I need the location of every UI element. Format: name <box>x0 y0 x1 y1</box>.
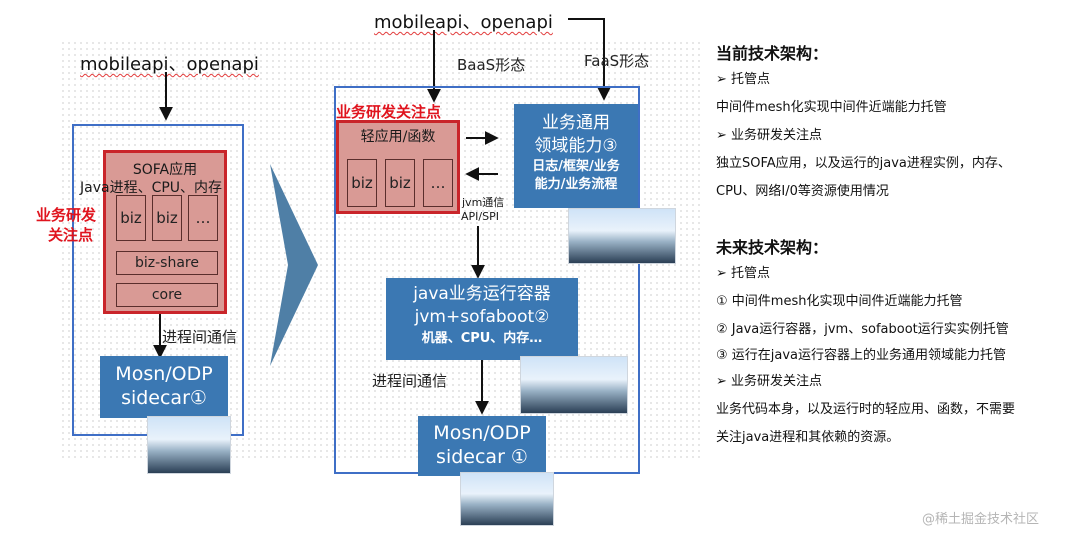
left-focus-label-1: 业务研发 <box>36 206 97 224</box>
mid-container-line2: jvm+sofaboot② <box>414 307 550 327</box>
mid-domain-line1: 业务通用 <box>542 113 610 133</box>
mid-container-ship <box>520 356 628 414</box>
mid-biz-2: biz <box>385 159 415 207</box>
right-cur-text2a: 独立SOFA应用，以及运行的java进程实例，内存、 <box>716 156 1011 171</box>
mid-arrows <box>427 18 611 415</box>
left-ipc-label: 进程间通信 <box>162 328 238 346</box>
mid-container-block: java业务运行容器 jvm+sofaboot② 机器、CPU、内存… <box>386 278 578 360</box>
right-fut-text4b: 关注java进程和其依赖的资源。 <box>716 430 900 445</box>
left-sidecar-line2: sidecar① <box>121 387 207 409</box>
left-biz-1: biz <box>116 195 146 241</box>
mid-jvm-comm-1: jvm通信 <box>462 196 505 209</box>
mid-arrow-faas <box>568 18 611 101</box>
mid-container-line1: java业务运行容器 <box>413 284 551 304</box>
mid-domain-ship <box>568 208 676 264</box>
left-biz-share: biz-share <box>116 251 218 275</box>
left-biz-2: biz <box>152 195 182 241</box>
left-arrows <box>153 72 173 359</box>
mid-sidecar: Mosn/ODP sidecar ① <box>418 416 546 476</box>
right-fut-text2: ② Java运行容器，jvm、sofaboot运行实实例托管 <box>716 322 1009 337</box>
mid-baas-label: BaaS形态 <box>457 56 526 74</box>
mid-container-sub: 机器、CPU、内存… <box>421 331 543 346</box>
left-sidecar-line1: Mosn/ODP <box>115 363 213 385</box>
right-current-title: 当前技术架构： <box>716 44 829 63</box>
left-focus-label-2: 关注点 <box>48 226 94 244</box>
mid-domain-sub1: 日志/框架/业务 <box>532 159 620 174</box>
left-api-label: mobileapi、openapi <box>80 54 259 75</box>
mid-faas-label: FaaS形态 <box>584 52 650 70</box>
right-cur-text2b: CPU、网络I/0等资源使用情况 <box>716 184 889 199</box>
mid-sidecar-line2: sidecar ① <box>436 446 528 468</box>
transition-arrow <box>270 164 318 366</box>
mid-domain-sub2: 能力/业务流程 <box>534 177 618 192</box>
mid-api-label: mobileapi、openapi <box>374 12 553 33</box>
mid-biz-1: biz <box>347 159 377 207</box>
mid-ipc-label: 进程间通信 <box>372 372 448 390</box>
right-fut-text1: ① 中间件mesh化实现中间件近端能力托管 <box>716 294 963 309</box>
mid-biz-3: … <box>423 159 453 207</box>
left-app-sub: Java进程、CPU、内存 <box>80 180 223 196</box>
right-cur-text1: 中间件mesh化实现中间件近端能力托管 <box>716 100 947 115</box>
right-cur-item2: ➢ 业务研发关注点 <box>716 128 823 143</box>
right-cur-item1: ➢ 托管点 <box>716 72 771 87</box>
mid-sidecar-ship <box>460 472 554 526</box>
mid-domain-line2: 领域能力③ <box>534 136 618 156</box>
mid-domain-block: 业务通用 领域能力③ 日志/框架/业务 能力/业务流程 <box>514 104 638 208</box>
mid-sidecar-line1: Mosn/ODP <box>433 422 531 444</box>
left-sofa-app: SOFA应用 Java进程、CPU、内存 biz biz … biz-share… <box>80 150 227 314</box>
right-fut-item2: ➢ 业务研发关注点 <box>716 374 823 389</box>
right-fut-item1: ➢ 托管点 <box>716 266 771 281</box>
watermark: @稀土掘金技术社区 <box>922 512 1040 527</box>
mid-light-title: 轻应用/函数 <box>360 129 436 145</box>
left-core: core <box>116 283 218 307</box>
left-sidecar: Mosn/ODP sidecar① <box>100 356 228 418</box>
right-future-title: 未来技术架构： <box>716 238 829 257</box>
right-fut-text4a: 业务代码本身，以及运行时的轻应用、函数，不需要 <box>716 402 1016 417</box>
left-ship-image <box>147 416 231 474</box>
left-biz-3: … <box>188 195 218 241</box>
right-fut-text3: ③ 运行在java运行容器上的业务通用领域能力托管 <box>716 348 1007 363</box>
mid-light-app: 轻应用/函数 biz biz … <box>336 120 460 214</box>
mid-jvm-comm-2: API/SPI <box>461 210 499 223</box>
mid-focus-label: 业务研发关注点 <box>336 103 442 121</box>
left-app-title: SOFA应用 <box>132 162 198 178</box>
